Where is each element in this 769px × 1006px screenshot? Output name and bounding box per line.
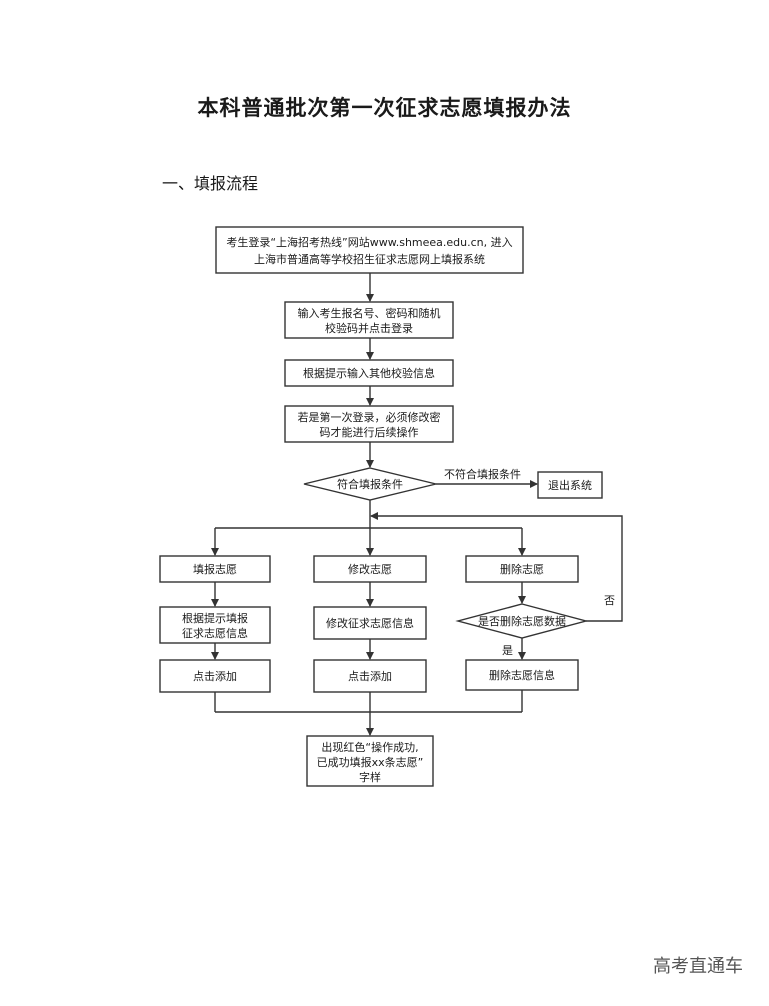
delete-info-text: 删除志愿信息 xyxy=(489,668,555,682)
click-add-text-2: 点击添加 xyxy=(348,669,392,683)
modify-info-text: 修改征求志愿信息 xyxy=(326,616,414,630)
step-credentials-line1: 输入考生报名号、密码和随机 xyxy=(298,306,441,320)
exit-system-box xyxy=(537,471,603,499)
step-login-line1: 考生登录“上海招考热线”网站www.shmeea.edu.cn, 进入 xyxy=(226,235,512,249)
result-box xyxy=(306,735,434,787)
step-change-password-line1: 若是第一次登录，必须修改密 xyxy=(298,410,441,424)
modify-info-box xyxy=(313,606,427,640)
step-credentials-line2: 校验码并点击登录 xyxy=(325,321,413,335)
step-verify-box xyxy=(284,359,454,387)
step-change-password-line2: 码才能进行后续操作 xyxy=(320,425,419,439)
step-verify-text: 根据提示输入其他校验信息 xyxy=(303,366,435,380)
step-change-password-box xyxy=(284,405,454,443)
not-eligible-label: 不符合填报条件 xyxy=(444,467,521,481)
modify-volunteer-text: 修改志愿 xyxy=(348,562,392,576)
click-add-text-1: 点击添加 xyxy=(193,669,237,683)
result-line1: 出现红色“操作成功, xyxy=(321,740,418,754)
section-heading: 一、填报流程 xyxy=(162,174,259,193)
yes-label: 是 xyxy=(502,644,513,657)
step-login-box xyxy=(215,226,524,274)
fill-info-line1: 根据提示填报 xyxy=(182,611,248,625)
result-line3: 字样 xyxy=(359,770,381,784)
decision-delete-text: 是否删除志愿数据 xyxy=(478,614,566,628)
fill-volunteer-text: 填报志愿 xyxy=(193,562,237,576)
fill-info-line2: 征求志愿信息 xyxy=(182,626,248,640)
step-credentials-box xyxy=(284,301,454,339)
page-title: 本科普通批次第一次征求志愿填报办法 xyxy=(197,95,572,120)
no-label: 否 xyxy=(604,594,615,607)
step-login-line2: 上海市普通高等学校招生征求志愿网上填报系统 xyxy=(254,252,485,266)
modify-volunteer-box xyxy=(313,555,427,583)
delete-volunteer-text: 删除志愿 xyxy=(500,562,544,576)
exit-system-text: 退出系统 xyxy=(548,478,592,492)
watermark: 高考直通车 xyxy=(653,956,743,977)
fill-info-box xyxy=(159,606,271,644)
decision-eligible-text: 符合填报条件 xyxy=(337,477,403,491)
result-line2: 已成功填报xx条志愿” xyxy=(317,755,424,769)
